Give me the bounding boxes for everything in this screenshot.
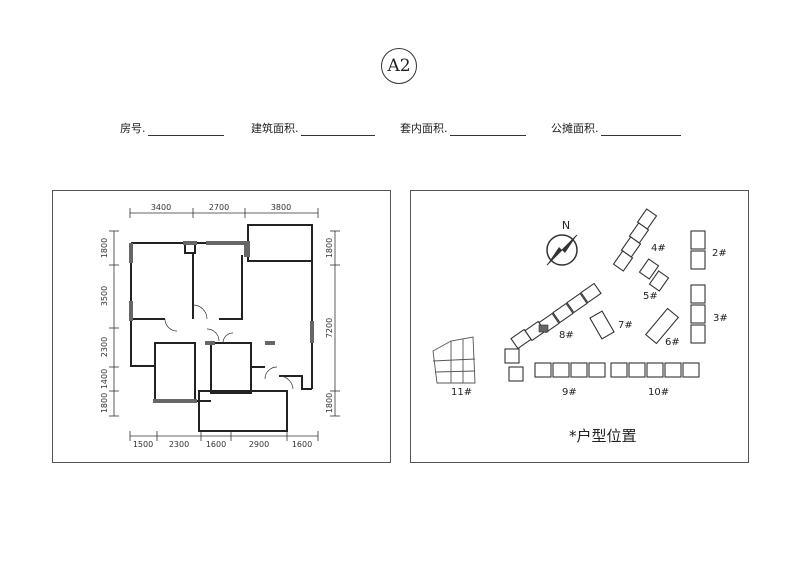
bottom-dim-3: 1600 — [206, 440, 226, 449]
room-number-label: 房号. — [120, 122, 146, 135]
room-number-blank[interactable] — [147, 123, 224, 136]
door-swings — [164, 304, 294, 390]
right-dim-3: 1800 — [325, 393, 334, 413]
shared-area-field: 公摊面积. — [551, 120, 681, 136]
wall-accents — [129, 241, 314, 403]
right-dim-2: 7200 — [325, 318, 334, 338]
building-11-footprint — [432, 336, 476, 384]
left-dim-1: 1800 — [100, 238, 109, 258]
building-footprints — [504, 208, 706, 382]
left-dim-2: 3500 — [100, 286, 109, 306]
top-dim-1: 3400 — [151, 203, 171, 212]
right-dim-1: 1800 — [325, 238, 334, 258]
unit-type-badge: A2 — [381, 48, 417, 84]
inner-area-blank[interactable] — [449, 123, 526, 136]
area-fields: 房号. 建筑面积. 套内面积. 公摊面积. — [0, 120, 800, 140]
building-label-10: 10# — [648, 387, 669, 398]
building-label-9: 9# — [562, 387, 577, 398]
site-plan-panel: N — [410, 190, 749, 463]
unit-location-caption: *户型位置 — [569, 427, 637, 445]
floor-plan-panel: 3400 2700 3800 1500 2300 1600 2900 1600 … — [52, 190, 391, 463]
bottom-dim-2: 2300 — [169, 440, 189, 449]
bottom-dim-1: 1500 — [133, 440, 153, 449]
building-label-7: 7# — [618, 320, 633, 331]
building-label-6: 6# — [665, 337, 680, 348]
building-area-blank[interactable] — [300, 123, 375, 136]
top-dim-3: 3800 — [271, 203, 291, 212]
floor-plan-drawing: 3400 2700 3800 1500 2300 1600 2900 1600 … — [100, 203, 340, 449]
shared-area-label: 公摊面积. — [551, 122, 599, 135]
building-label-8: 8# — [559, 330, 574, 341]
bottom-dim-4: 2900 — [249, 440, 269, 449]
shared-area-blank[interactable] — [600, 123, 681, 136]
north-label: N — [562, 219, 570, 232]
building-label-3: 3# — [713, 313, 728, 324]
room-number-field: 房号. — [120, 120, 224, 136]
site-plan-drawing: N — [432, 208, 728, 445]
inner-area-field: 套内面积. — [400, 120, 526, 136]
building-label-2: 2# — [712, 248, 727, 259]
building-label-11: 11# — [451, 387, 472, 398]
compass-icon — [546, 234, 578, 266]
left-dim-3: 2300 — [100, 337, 109, 357]
building-area-field: 建筑面积. — [251, 120, 375, 136]
building-label-5: 5# — [643, 291, 658, 302]
left-dim-4: 1400 — [100, 369, 109, 389]
building-label-4: 4# — [651, 243, 666, 254]
top-dim-2: 2700 — [209, 203, 229, 212]
unit-location-marker — [538, 324, 549, 333]
bottom-dim-5: 1600 — [292, 440, 312, 449]
building-area-label: 建筑面积. — [251, 122, 299, 135]
left-dim-5: 1800 — [100, 393, 109, 413]
inner-area-label: 套内面积. — [400, 122, 448, 135]
